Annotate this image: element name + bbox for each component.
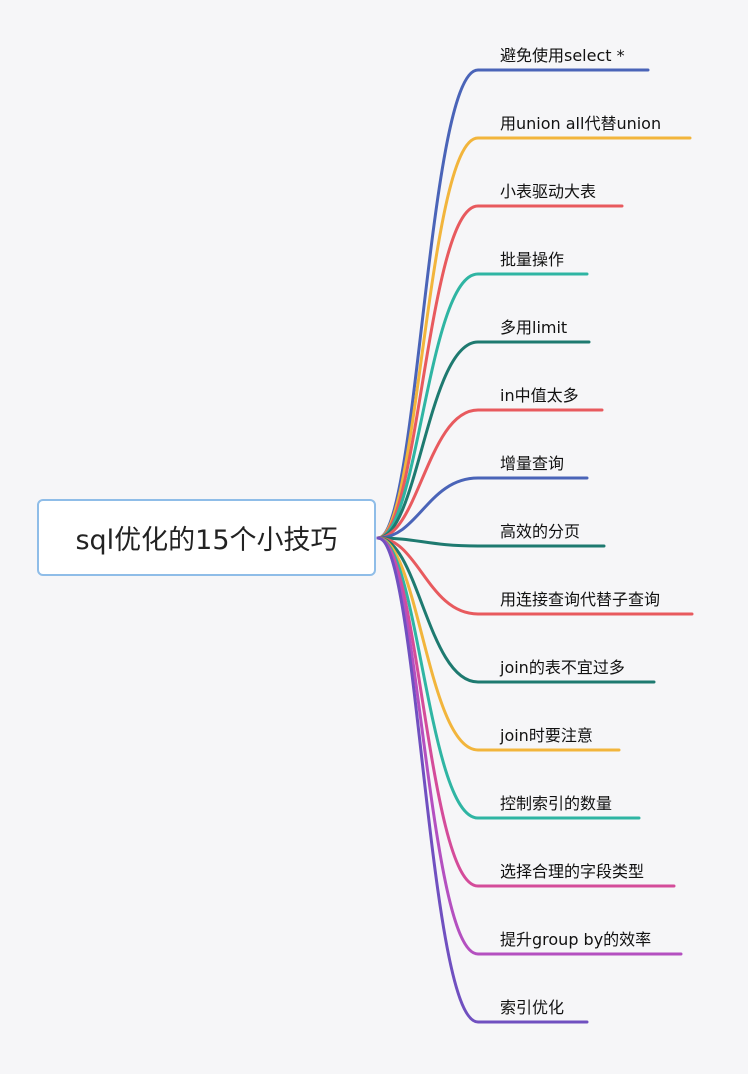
branch-topic[interactable]: 索引优化 (500, 998, 565, 1017)
central-topic-label: sql优化的15个小技巧 (75, 525, 338, 556)
branch-line (376, 536, 694, 616)
branch-line (376, 340, 591, 540)
branch-topic[interactable]: 小表驱动大表 (500, 182, 597, 201)
branch-topic[interactable]: join的表不宜过多 (500, 658, 625, 677)
branch-topic[interactable]: join时要注意 (500, 726, 593, 745)
branch-line (376, 536, 621, 752)
branch-line (376, 536, 656, 684)
central-topic[interactable]: sql优化的15个小技巧 (37, 499, 376, 576)
branch-line (376, 476, 589, 540)
branch-topic[interactable]: 选择合理的字段类型 (500, 862, 645, 881)
branch-line (376, 136, 692, 540)
branch-topic[interactable]: 控制索引的数量 (500, 794, 613, 813)
branch-topic[interactable]: 增量查询 (500, 454, 565, 473)
branch-line (376, 536, 641, 820)
branch-topic[interactable]: 多用limit (500, 318, 568, 337)
branch-topic[interactable]: 高效的分页 (500, 522, 581, 541)
branch-topic[interactable]: 批量操作 (500, 250, 565, 269)
branch-line (376, 536, 606, 548)
branch-topic[interactable]: 用union all代替union (500, 114, 662, 133)
branch-line (376, 536, 589, 1024)
branch-topic[interactable]: 提升group by的效率 (500, 930, 652, 949)
branch-line (376, 204, 624, 540)
branch-line (376, 272, 589, 540)
branch-topic[interactable]: 用连接查询代替子查询 (500, 590, 661, 609)
branch-line (376, 408, 604, 540)
branch-topic[interactable]: in中值太多 (500, 386, 579, 405)
branch-topic[interactable]: 避免使用select * (500, 46, 625, 65)
